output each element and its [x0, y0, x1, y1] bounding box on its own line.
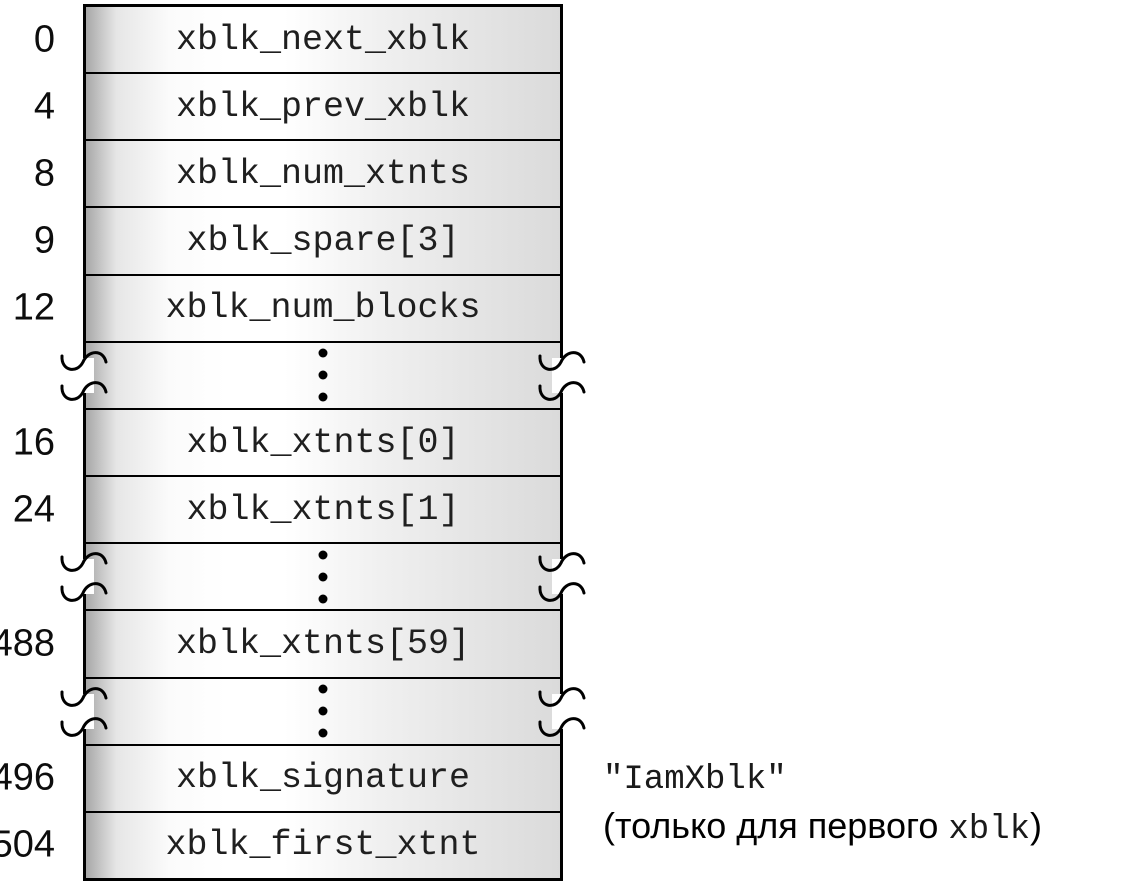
field-row: 488 xblk_xtnts[59]	[0, 611, 563, 679]
break-row	[60, 544, 586, 612]
border-segment	[83, 390, 86, 408]
field-name-label: xblk_num_blocks	[165, 288, 481, 329]
ellipsis-dot	[318, 572, 328, 582]
border-segment	[560, 592, 563, 610]
ellipsis-dots	[318, 684, 328, 738]
field-row: 24 xblk_xtnts[1]	[13, 477, 563, 545]
tear-squiggle-icon	[60, 381, 108, 401]
byte-offset-label: 16	[12, 421, 55, 464]
border-segment	[83, 726, 86, 744]
xblk-structure-box: 0 xblk_next_xblk 4 xblk_prev_xblk 8 xblk…	[0, 4, 586, 882]
tear-gap	[83, 693, 94, 729]
tear-squiggle-icon	[538, 552, 586, 573]
byte-offset-label: 9	[33, 219, 55, 262]
byte-offset-label: 496	[0, 756, 55, 799]
border-segment	[560, 544, 563, 562]
ellipsis-dot	[318, 392, 328, 402]
tear-squiggle-icon	[60, 716, 108, 737]
field-name-label: xblk_next_xblk	[175, 19, 471, 60]
tear-gap	[83, 357, 94, 393]
tear-gap	[83, 559, 94, 595]
tear-gap	[552, 357, 563, 393]
field-name-label: xblk_xtnts[1]	[186, 489, 460, 530]
byte-offset-label: 0	[33, 18, 55, 61]
field-row: 8 xblk_num_xtnts	[34, 141, 563, 209]
field-name-label: xblk_num_xtnts	[175, 153, 471, 194]
ellipsis-dot	[318, 594, 328, 604]
byte-offset-label: 488	[0, 622, 55, 665]
ellipsis-dot	[318, 370, 328, 380]
border-segment	[83, 678, 86, 696]
tear-squiggle-icon	[60, 552, 108, 573]
tear-squiggle-icon	[538, 582, 586, 603]
tear-squiggle-icon	[60, 582, 108, 603]
ellipsis-dot	[318, 550, 328, 560]
field-name-label: xblk_xtnts[59]	[175, 623, 471, 664]
field-name-label: xblk_first_xtnt	[165, 825, 481, 866]
field-name-label: xblk_spare[3]	[186, 221, 460, 262]
field-row: 504 xblk_first_xtnt	[0, 812, 563, 882]
ellipsis-dots	[318, 550, 328, 604]
ellipsis-dot	[318, 728, 328, 738]
tear-squiggle-icon	[538, 350, 586, 371]
ellipsis-dots	[318, 348, 328, 402]
ellipsis-dot	[318, 706, 328, 716]
field-name-label: xblk_signature	[175, 758, 471, 799]
field-row: 16 xblk_xtnts[0]	[13, 409, 563, 478]
field-name-label: xblk_xtnts[0]	[186, 422, 460, 463]
field-row: 496 xblk_signature	[0, 745, 563, 813]
tear-squiggle-icon	[538, 686, 586, 707]
field-row: 4 xblk_prev_xblk	[34, 74, 563, 142]
break-row	[60, 342, 586, 410]
border-segment	[83, 342, 86, 360]
signature-value: "IamXblk"	[603, 761, 787, 799]
field-row: 12 xblk_num_blocks	[13, 275, 563, 343]
signature-note-close: )	[1030, 805, 1043, 846]
signature-note-text: (только для первого	[603, 805, 939, 846]
tear-gap	[552, 559, 563, 595]
tear-squiggle-icon	[60, 350, 108, 371]
tear-gap	[552, 693, 563, 729]
ellipsis-dot	[318, 684, 328, 694]
break-row	[60, 678, 586, 746]
byte-offset-label: 4	[33, 85, 55, 128]
border-segment	[83, 544, 86, 562]
signature-note-code: xblk	[948, 811, 1031, 849]
byte-offset-label: 24	[12, 488, 55, 531]
tear-squiggle-icon	[60, 686, 108, 707]
border-segment	[560, 726, 563, 744]
tear-squiggle-icon	[538, 381, 586, 401]
field-row: 9 xblk_spare[3]	[34, 208, 563, 276]
byte-offset-label: 504	[0, 823, 55, 866]
field-row: 0 xblk_next_xblk	[34, 7, 563, 75]
ellipsis-dot	[318, 348, 328, 358]
byte-offset-label: 8	[33, 152, 55, 195]
border-segment	[560, 342, 563, 360]
border-segment	[560, 678, 563, 696]
tear-squiggle-icon	[538, 716, 586, 737]
field-name-label: xblk_prev_xblk	[175, 86, 471, 127]
byte-offset-label: 12	[12, 286, 55, 329]
border-segment	[560, 390, 563, 408]
border-segment	[83, 592, 86, 610]
